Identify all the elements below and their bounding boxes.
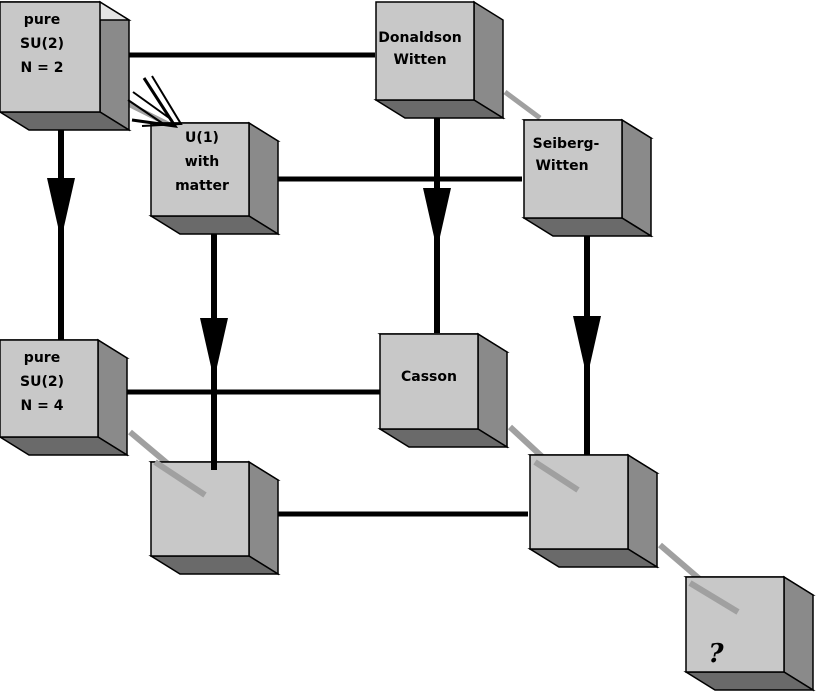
box-u1-with-matter: U(1) with matter [148,121,281,236]
vertical-connectors [47,100,601,462]
box-pure-su2-n4-line-3: N = 4 [21,398,64,414]
arrow-n2-to-u1 [127,75,183,128]
box-donaldson-witten: Donaldson Witten [373,0,506,120]
horizontal-connectors [110,52,528,517]
box-unlabeled-front-left [148,460,281,576]
box-seiberg-witten-line-1: Seiberg- [533,136,600,152]
arrowhead-dw-to-casson [423,188,451,250]
box-pure-su2-n2-line-1: pure [24,12,60,28]
box-pure-su2-n2-line-2: SU(2) [20,36,64,52]
box-donaldson-witten-line-2: Witten [393,52,446,68]
box-pure-su2-n4: pure SU(2) N = 4 [0,338,130,457]
arrowhead-u1-to-front-left [200,318,228,380]
box-donaldson-witten-line-1: Donaldson [378,30,461,46]
arrowhead-n2-to-n4 [47,178,75,240]
box-pure-su2-n2-line-3: N = 2 [21,60,64,76]
box-pure-su2-n2: pure SU(2) N = 2 [0,0,132,132]
box-u1-with-matter-line-3: matter [175,178,229,194]
depth-connector-unknown-overlay [688,580,740,615]
box-seiberg-witten: Seiberg- Witten [521,118,654,238]
box-pure-su2-n4-line-1: pure [24,350,60,366]
box-seiberg-witten-line-2: Witten [535,158,588,174]
arrowhead-sw-to-front-right [573,316,601,378]
box-casson-line-1: Casson [401,369,457,385]
depth-connector-front-right-overlay [533,459,580,493]
box-unknown-question-mark: ? [708,639,724,669]
box-pure-su2-n4-line-2: SU(2) [20,374,64,390]
box-unknown: ? [683,575,816,692]
box-casson: Casson [377,332,510,449]
box-u1-with-matter-line-2: with [185,154,219,170]
depth-connector-dw-to-sw [503,89,542,121]
depth-connector-front-left-overlay [153,459,207,498]
box-u1-with-matter-line-1: U(1) [185,130,219,146]
box-unlabeled-front-right [527,453,660,569]
